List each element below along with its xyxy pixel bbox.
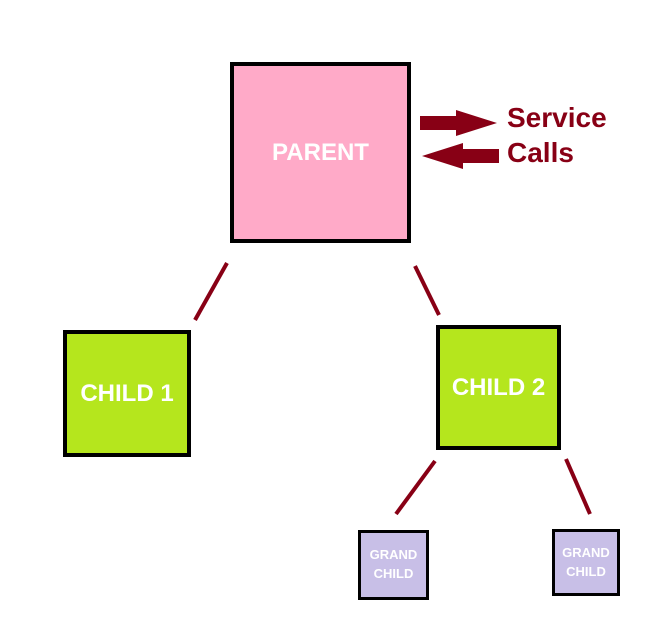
grandchild-1-line1: GRAND: [369, 547, 418, 563]
parent-label: PARENT: [272, 138, 369, 166]
edge-child2-grandchild1: [394, 459, 437, 516]
grandchild-1-label: GRAND CHILD: [370, 546, 418, 584]
edge-parent-child2: [413, 265, 441, 316]
grandchild-2-line1: GRAND: [562, 544, 610, 560]
child-2-node: CHILD 2: [436, 325, 561, 450]
edge-parent-child1: [193, 262, 229, 321]
arrow-left-icon: [422, 143, 499, 169]
service-calls-label: Service Calls: [507, 100, 607, 170]
grandchild-2-label: GRAND CHILD: [562, 544, 610, 582]
grandchild-2-line2: CHILD: [566, 563, 606, 579]
grandchild-2-node: GRAND CHILD: [552, 529, 620, 596]
child-2-label: CHILD 2: [451, 373, 546, 401]
child-1-node: CHILD 1: [63, 330, 191, 457]
child-1-label: CHILD 1: [80, 379, 174, 407]
parent-node: PARENT: [230, 62, 411, 243]
grandchild-1-line2: CHILD: [373, 566, 414, 581]
service-calls-line2: Calls: [507, 137, 574, 168]
edge-child2-grandchild2: [564, 458, 592, 515]
arrow-right-icon: [420, 110, 497, 136]
grandchild-1-node: GRAND CHILD: [358, 530, 429, 600]
service-calls-line1: Service: [507, 102, 607, 133]
